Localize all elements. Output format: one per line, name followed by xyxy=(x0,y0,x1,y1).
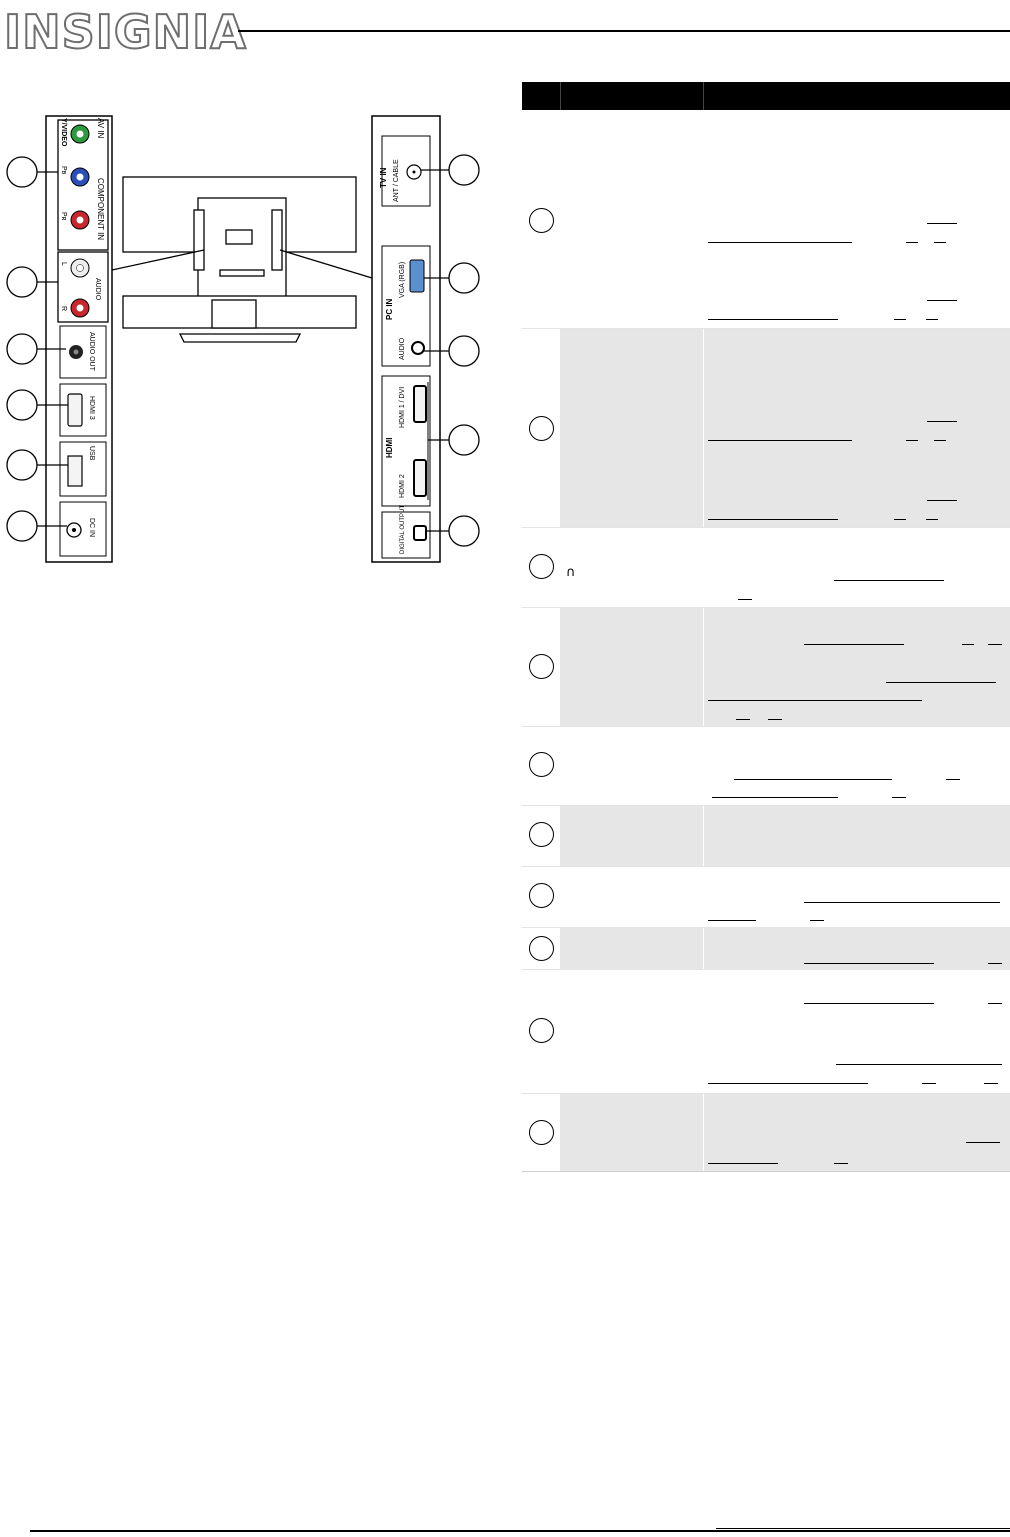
table-row xyxy=(522,110,1010,329)
tv-back-diagram: AV IN Y/VIDEO Pʙ Pʀ COMPONENT IN AUDIO L… xyxy=(6,115,480,563)
table-row: ∩ xyxy=(522,528,1010,608)
callout-number xyxy=(529,883,554,908)
hdmi-logo-label: HDMI xyxy=(385,438,394,458)
pc-audio-label: AUDIO xyxy=(399,337,406,360)
audio-l-label: L xyxy=(60,262,67,266)
left-callouts xyxy=(6,156,68,542)
ant-cable-label: ANT / CABLE xyxy=(393,159,400,202)
audio-label: AUDIO xyxy=(94,278,101,301)
tv-rear-view xyxy=(111,176,373,343)
callout-number xyxy=(529,554,554,579)
callout-number xyxy=(529,654,554,679)
table-header xyxy=(522,82,1010,110)
table-row xyxy=(522,928,1010,970)
right-callouts xyxy=(421,154,480,547)
insignia-logo: INSIGNIA xyxy=(3,5,247,59)
tv-in-label: TV IN xyxy=(379,167,388,188)
component-in-label: COMPONENT IN xyxy=(96,178,105,240)
table-row xyxy=(522,727,1010,806)
hdmi3-label: HDMI 3 xyxy=(88,396,95,420)
left-side-panel: AV IN Y/VIDEO Pʙ Pʀ COMPONENT IN AUDIO L… xyxy=(45,115,113,563)
callout-number xyxy=(529,822,554,847)
callout-number xyxy=(529,752,554,777)
y-video-label: Y/VIDEO xyxy=(60,118,67,147)
hdmi1-port xyxy=(413,385,427,423)
hdmi2-port xyxy=(413,459,427,497)
headphone-icon: ∩ xyxy=(566,565,576,580)
header-rule xyxy=(238,30,1010,32)
table-row xyxy=(522,806,1010,867)
vga-port xyxy=(409,259,425,293)
hdmi2-label: HDMI 2 xyxy=(399,474,406,498)
footer-rule-thin xyxy=(716,1528,1010,1529)
logo-text: INSIGNIA xyxy=(3,5,247,59)
pr-label: Pʀ xyxy=(60,212,67,221)
callout-number xyxy=(529,1018,554,1043)
table-row xyxy=(522,867,1010,928)
footer-rule xyxy=(30,1530,1010,1532)
audio-r-label: R xyxy=(60,306,67,311)
callout-number xyxy=(529,416,554,441)
dc-in-label: DC IN xyxy=(88,518,95,537)
pc-audio-jack xyxy=(411,341,425,355)
callout-number xyxy=(529,1120,554,1145)
av-in-label: AV IN xyxy=(96,118,105,139)
callout-number xyxy=(529,936,554,961)
digital-output-port xyxy=(413,525,427,541)
vga-label: VGA (RGB) xyxy=(399,262,406,298)
usb-label: USB xyxy=(88,446,95,461)
table-row xyxy=(522,329,1010,528)
table-row xyxy=(522,970,1010,1094)
hdmi1-label: HDMI 1 / DVI xyxy=(399,387,406,428)
link[interactable] xyxy=(708,242,852,243)
audio-out-label: AUDIO OUT xyxy=(88,332,95,372)
right-side-panel: TV IN ANT / CABLE PC IN VGA (RGB) AUDIO … xyxy=(371,115,441,563)
callout-number xyxy=(529,208,554,233)
pb-label: Pʙ xyxy=(60,166,67,175)
digital-output-label: DIGITAL OUTPUT xyxy=(400,505,406,554)
table-row xyxy=(522,608,1010,727)
usb-port xyxy=(67,455,83,487)
table-row xyxy=(522,1094,1010,1172)
pc-in-label: PC IN xyxy=(385,298,394,320)
hdmi3-port xyxy=(67,393,83,427)
